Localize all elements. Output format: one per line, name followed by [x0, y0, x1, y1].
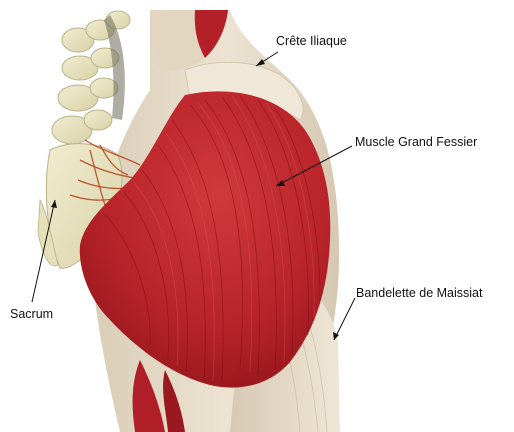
label-sacrum: Sacrum	[10, 307, 53, 321]
label-bandelette-maissiat: Bandelette de Maissiat	[356, 286, 482, 300]
label-grand-fessier: Muscle Grand Fessier	[355, 135, 477, 149]
label-crete-iliaque: Crête Iliaque	[276, 34, 347, 48]
